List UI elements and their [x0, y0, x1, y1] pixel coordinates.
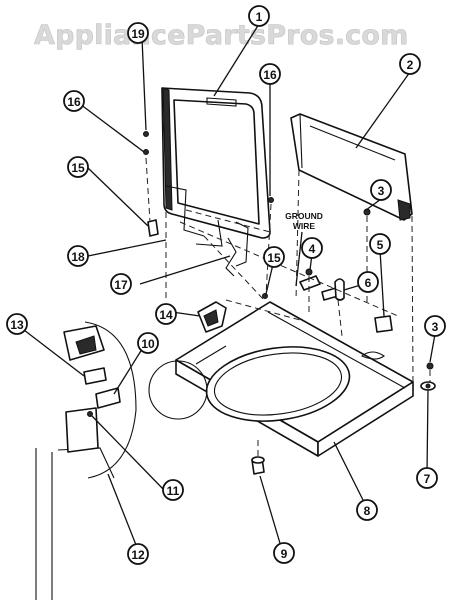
callout-5: 5 — [369, 233, 391, 255]
backsplash-panel — [290, 113, 413, 221]
callout-9: 9 — [273, 542, 295, 564]
svg-text:3: 3 — [378, 184, 385, 198]
svg-text:15: 15 — [71, 161, 85, 175]
svg-text:10: 10 — [141, 337, 155, 351]
svg-text:15: 15 — [267, 251, 281, 265]
svg-text:5: 5 — [377, 238, 384, 252]
detail-inset — [35, 321, 137, 600]
callout-15-left: 15 — [67, 156, 89, 178]
detail-circle-marker — [148, 360, 208, 420]
assembly-lines — [145, 157, 431, 458]
callout-19: 19 — [127, 22, 149, 44]
svg-text:2: 2 — [407, 58, 414, 72]
callout-8: 8 — [356, 499, 378, 521]
watermark: AppliancePartsPros.com — [34, 20, 408, 51]
svg-text:1: 1 — [256, 10, 263, 24]
callout-3-right: 3 — [424, 315, 446, 337]
svg-text:3: 3 — [432, 320, 439, 334]
ground-wire-label-line2: WIRE — [293, 221, 316, 231]
callout-1: 1 — [248, 5, 270, 27]
svg-text:8: 8 — [364, 504, 371, 518]
callout-15-center: 15 — [263, 246, 285, 268]
callout-2: 2 — [399, 53, 421, 75]
callout-16-right: 16 — [259, 63, 281, 85]
callout-18: 18 — [67, 245, 89, 267]
svg-text:9: 9 — [281, 547, 288, 561]
callout-11: 11 — [162, 479, 184, 501]
lid-switch-part — [197, 301, 227, 333]
callout-7: 7 — [416, 467, 438, 489]
ground-wire-label-line1: GROUND — [285, 211, 323, 221]
washer-lid — [161, 87, 271, 267]
svg-text:14: 14 — [159, 308, 173, 322]
callout-16-left: 16 — [63, 90, 85, 112]
ground-wire-annotation: GROUND WIRE — [285, 211, 323, 287]
svg-text:13: 13 — [10, 318, 24, 332]
top-cover — [175, 301, 414, 457]
svg-text:16: 16 — [263, 68, 277, 82]
leader-lines — [23, 23, 436, 551]
callout-4: 4 — [301, 237, 323, 259]
svg-text:4: 4 — [309, 242, 316, 256]
hinge-pin-part — [251, 456, 265, 475]
callout-17: 17 — [110, 273, 132, 295]
callout-10: 10 — [137, 332, 159, 354]
svg-text:7: 7 — [424, 472, 431, 486]
svg-text:16: 16 — [67, 95, 81, 109]
callout-14: 14 — [155, 303, 177, 325]
svg-text:6: 6 — [365, 276, 372, 290]
svg-text:18: 18 — [71, 250, 85, 264]
callout-3-upper: 3 — [370, 179, 392, 201]
callout-12: 12 — [127, 543, 149, 565]
svg-text:17: 17 — [114, 278, 128, 292]
callout-6: 6 — [357, 271, 379, 293]
svg-text:11: 11 — [167, 484, 180, 498]
svg-text:19: 19 — [131, 27, 145, 41]
small-hardware — [143, 131, 436, 391]
callout-13: 13 — [6, 313, 28, 335]
svg-text:12: 12 — [131, 548, 145, 562]
